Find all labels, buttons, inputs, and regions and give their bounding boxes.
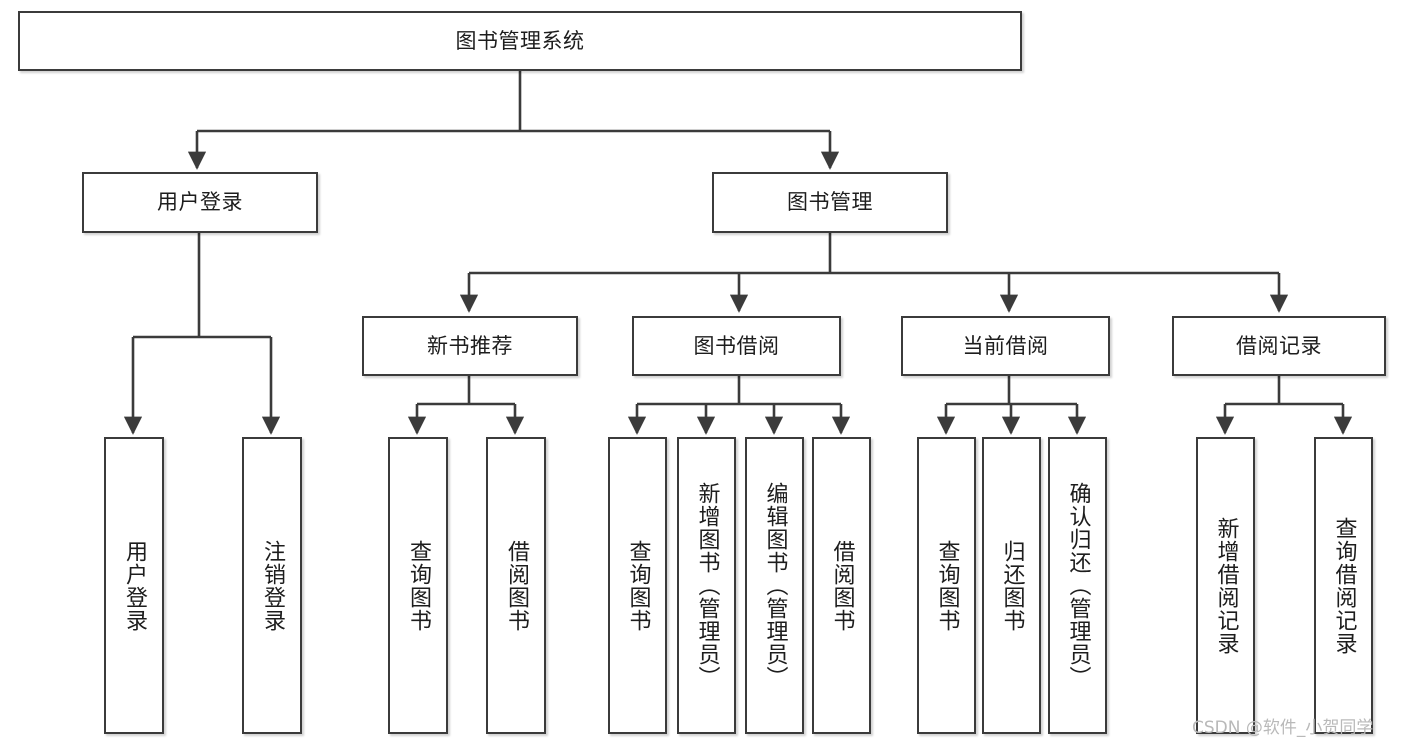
node-borrow-record-label: 借阅记录	[1236, 333, 1322, 358]
node-leaf-borrow-book-1[interactable]: 借阅图书	[486, 437, 546, 734]
node-leaf-confirm-return-label: 确认归还（管理员）	[1065, 482, 1091, 689]
node-root[interactable]: 图书管理系统	[18, 11, 1022, 71]
node-leaf-add-book[interactable]: 新增图书（管理员）	[677, 437, 736, 734]
node-leaf-add-record-label: 新增借阅记录	[1213, 516, 1239, 655]
node-leaf-query-book-3-label: 查询图书	[934, 539, 960, 632]
node-leaf-add-book-label: 新增图书（管理员）	[694, 482, 720, 689]
node-leaf-logout-label: 注销登录	[260, 539, 285, 632]
csdn-watermark: CSDN @软件_小贺同学	[1192, 718, 1374, 738]
node-leaf-borrow-book-2-label: 借阅图书	[829, 539, 855, 632]
node-leaf-query-book-1[interactable]: 查询图书	[388, 437, 448, 734]
node-user-login-label: 用户登录	[157, 190, 243, 215]
node-leaf-query-book-2[interactable]: 查询图书	[608, 437, 667, 734]
node-leaf-confirm-return[interactable]: 确认归还（管理员）	[1048, 437, 1107, 734]
node-leaf-user-login-label: 用户登录	[122, 539, 147, 632]
node-leaf-query-record-label: 查询借阅记录	[1331, 516, 1357, 655]
node-borrow-record[interactable]: 借阅记录	[1172, 316, 1386, 376]
node-leaf-logout[interactable]: 注销登录	[242, 437, 302, 734]
node-leaf-add-record[interactable]: 新增借阅记录	[1196, 437, 1255, 734]
node-leaf-query-record[interactable]: 查询借阅记录	[1314, 437, 1373, 734]
node-new-book-rec[interactable]: 新书推荐	[362, 316, 578, 376]
node-new-book-rec-label: 新书推荐	[427, 333, 513, 358]
node-book-manage-label: 图书管理	[787, 190, 873, 215]
node-root-label: 图书管理系统	[455, 28, 585, 53]
node-leaf-return-book-label: 归还图书	[999, 539, 1025, 632]
node-leaf-query-book-1-label: 查询图书	[406, 539, 431, 632]
node-book-borrow-label: 图书借阅	[693, 333, 780, 358]
node-leaf-user-login[interactable]: 用户登录	[104, 437, 164, 734]
node-book-manage[interactable]: 图书管理	[712, 172, 948, 233]
node-leaf-edit-book[interactable]: 编辑图书（管理员）	[745, 437, 804, 734]
node-leaf-query-book-3[interactable]: 查询图书	[917, 437, 976, 734]
node-leaf-query-book-2-label: 查询图书	[625, 539, 651, 632]
node-current-borrow[interactable]: 当前借阅	[901, 316, 1110, 376]
node-current-borrow-label: 当前借阅	[962, 333, 1049, 358]
node-leaf-return-book[interactable]: 归还图书	[982, 437, 1041, 734]
node-leaf-edit-book-label: 编辑图书（管理员）	[762, 482, 788, 689]
node-leaf-borrow-book-2[interactable]: 借阅图书	[812, 437, 871, 734]
node-book-borrow[interactable]: 图书借阅	[632, 316, 841, 376]
node-user-login[interactable]: 用户登录	[82, 172, 318, 233]
node-leaf-borrow-book-1-label: 借阅图书	[504, 539, 529, 632]
